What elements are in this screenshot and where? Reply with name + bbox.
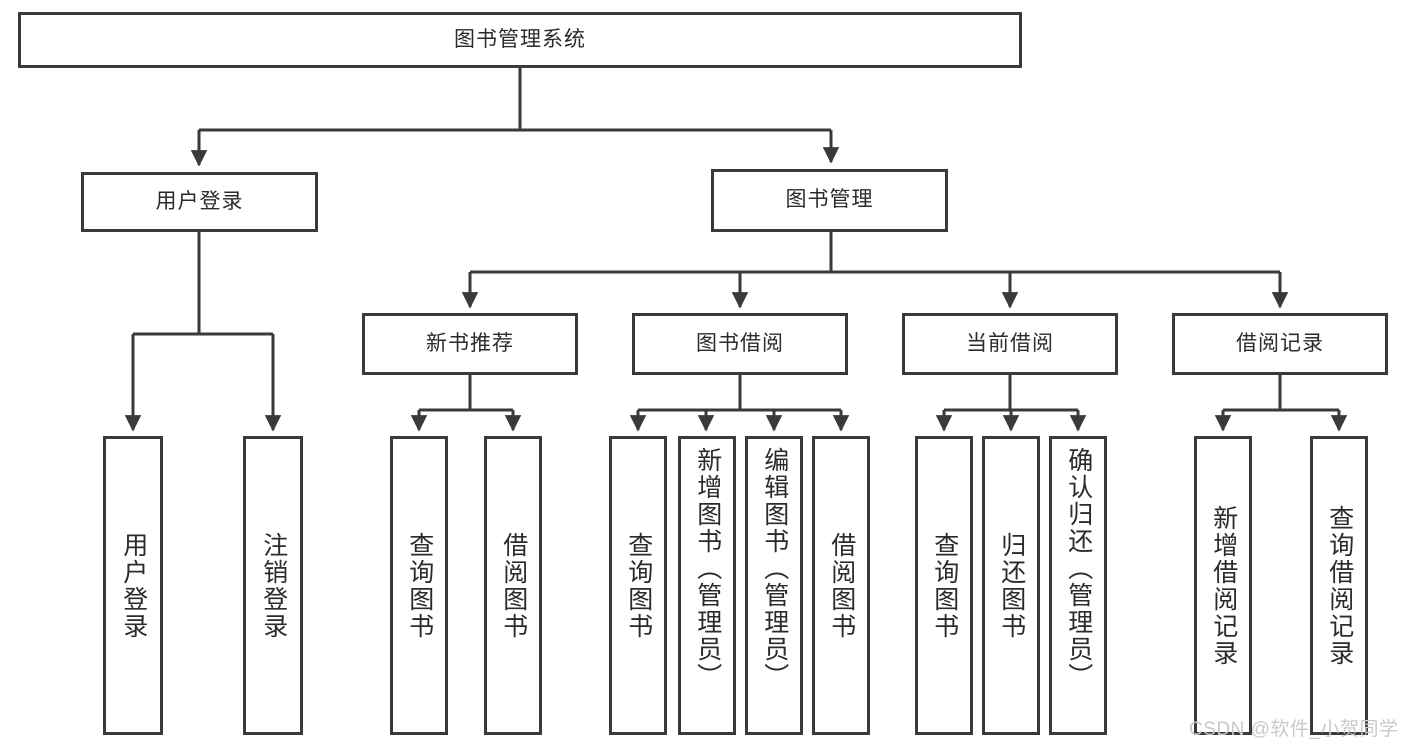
- leaf-user-login-label: 用户登录: [119, 531, 148, 640]
- leaf-query-book-3-label: 查询图书: [930, 531, 959, 640]
- leaf-add-book[interactable]: 新增图书（管理员）: [678, 436, 736, 735]
- leaf-borrow-book-2-label: 借阅图书: [827, 531, 856, 640]
- node-user-login-label: 用户登录: [155, 189, 244, 213]
- node-book-manage-label: 图书管理: [785, 188, 874, 212]
- node-new-book-rec[interactable]: 新书推荐: [362, 313, 578, 375]
- node-new-book-rec-label: 新书推荐: [426, 331, 514, 355]
- node-current-borrow[interactable]: 当前借阅: [902, 313, 1118, 375]
- leaf-query-book-1[interactable]: 查询图书: [390, 436, 448, 735]
- leaf-query-record-label: 查询借阅记录: [1325, 504, 1354, 667]
- leaf-query-record[interactable]: 查询借阅记录: [1310, 436, 1368, 735]
- leaf-return-book-label: 归还图书: [997, 531, 1026, 640]
- leaf-query-book-2-label: 查询图书: [624, 531, 653, 640]
- node-book-borrow-label: 图书借阅: [696, 331, 784, 355]
- leaf-logout[interactable]: 注销登录: [243, 436, 303, 735]
- node-book-borrow[interactable]: 图书借阅: [632, 313, 848, 375]
- leaf-query-book-2[interactable]: 查询图书: [609, 436, 667, 735]
- leaf-query-book-3[interactable]: 查询图书: [915, 436, 973, 735]
- leaf-add-record[interactable]: 新增借阅记录: [1194, 436, 1252, 735]
- node-root-label: 图书管理系统: [454, 27, 586, 51]
- leaf-query-book-1-label: 查询图书: [405, 531, 434, 640]
- leaf-borrow-book-2[interactable]: 借阅图书: [812, 436, 870, 735]
- leaf-logout-label: 注销登录: [259, 531, 288, 640]
- leaf-borrow-book-1-label: 借阅图书: [499, 531, 528, 640]
- leaf-confirm-return-label: 确认归还（管理员）: [1064, 447, 1093, 690]
- leaf-return-book[interactable]: 归还图书: [982, 436, 1040, 735]
- node-book-manage[interactable]: 图书管理: [711, 169, 948, 232]
- leaf-edit-book-label: 编辑图书（管理员）: [760, 447, 789, 690]
- leaf-confirm-return[interactable]: 确认归还（管理员）: [1049, 436, 1107, 735]
- leaf-user-login[interactable]: 用户登录: [103, 436, 163, 735]
- watermark: CSDN @软件_小贺同学: [1189, 719, 1399, 740]
- node-root[interactable]: 图书管理系统: [18, 12, 1022, 68]
- leaf-add-record-label: 新增借阅记录: [1209, 504, 1238, 667]
- leaf-add-book-label: 新增图书（管理员）: [693, 447, 722, 690]
- leaf-borrow-book-1[interactable]: 借阅图书: [484, 436, 542, 735]
- node-user-login[interactable]: 用户登录: [81, 172, 318, 232]
- node-current-borrow-label: 当前借阅: [966, 331, 1054, 355]
- node-borrow-record[interactable]: 借阅记录: [1172, 313, 1388, 375]
- node-borrow-record-label: 借阅记录: [1236, 331, 1324, 355]
- leaf-edit-book[interactable]: 编辑图书（管理员）: [745, 436, 803, 735]
